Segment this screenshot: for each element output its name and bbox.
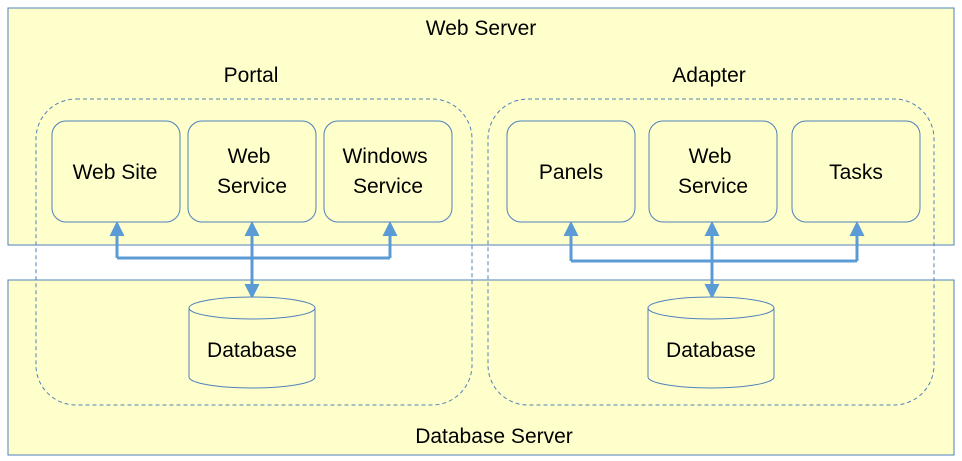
adapter-group: Adapter Panels Web Service Tasks: [487, 64, 935, 406]
database-label: Database: [666, 339, 756, 362]
portal-group: Portal Web Site Web Service Windows Serv…: [35, 64, 473, 406]
database-server-tier: Database Server: [7, 279, 955, 456]
portal-database: Database: [188, 296, 316, 389]
component-label-line: Panels: [539, 161, 603, 184]
portal-component-web-service: Web Service: [187, 120, 317, 223]
adapter-database: Database: [647, 296, 775, 389]
database-cylinder-top: [188, 296, 316, 320]
component-label-line: Service: [678, 175, 748, 198]
component-label: Web Site: [73, 161, 158, 184]
adapter-label: Adapter: [672, 64, 746, 87]
portal-group-boundary: [35, 98, 473, 406]
component-label-line: Service: [217, 175, 287, 198]
adapter-group-boundary: [487, 98, 935, 406]
component-label: Tasks: [829, 161, 883, 184]
component-box: [323, 120, 453, 223]
database-label: Database: [207, 339, 297, 362]
database-server-label: Database Server: [415, 425, 573, 448]
component-label: Web Service: [217, 145, 287, 198]
component-label-line: Service: [353, 175, 423, 198]
component-label: Panels: [539, 161, 603, 184]
adapter-component-web-service: Web Service: [648, 120, 778, 223]
database-cylinder-top: [647, 296, 775, 320]
component-label: Web Service: [678, 145, 748, 198]
portal-connectors: [109, 221, 398, 299]
database-server-box: [7, 279, 955, 456]
adapter-component-tasks: Tasks: [791, 120, 921, 223]
adapter-connectors: [563, 221, 865, 299]
adapter-component-panels: Panels: [506, 120, 636, 223]
database-cylinder: [647, 308, 775, 389]
web-server-label: Web Server: [426, 17, 537, 40]
database-cylinder: [188, 308, 316, 389]
portal-label: Portal: [224, 64, 279, 87]
component-label-line: Web: [228, 145, 271, 168]
component-label-line: Tasks: [829, 161, 883, 184]
component-box: [648, 120, 778, 223]
portal-component-windows-service: Windows Service: [323, 120, 453, 223]
component-label: Windows Service: [342, 145, 433, 198]
component-box: [187, 120, 317, 223]
component-label-line: Windows: [342, 145, 427, 168]
component-label-line: Web Site: [73, 161, 158, 184]
component-label-line: Web: [689, 145, 732, 168]
portal-component-web-site: Web Site: [51, 120, 181, 223]
